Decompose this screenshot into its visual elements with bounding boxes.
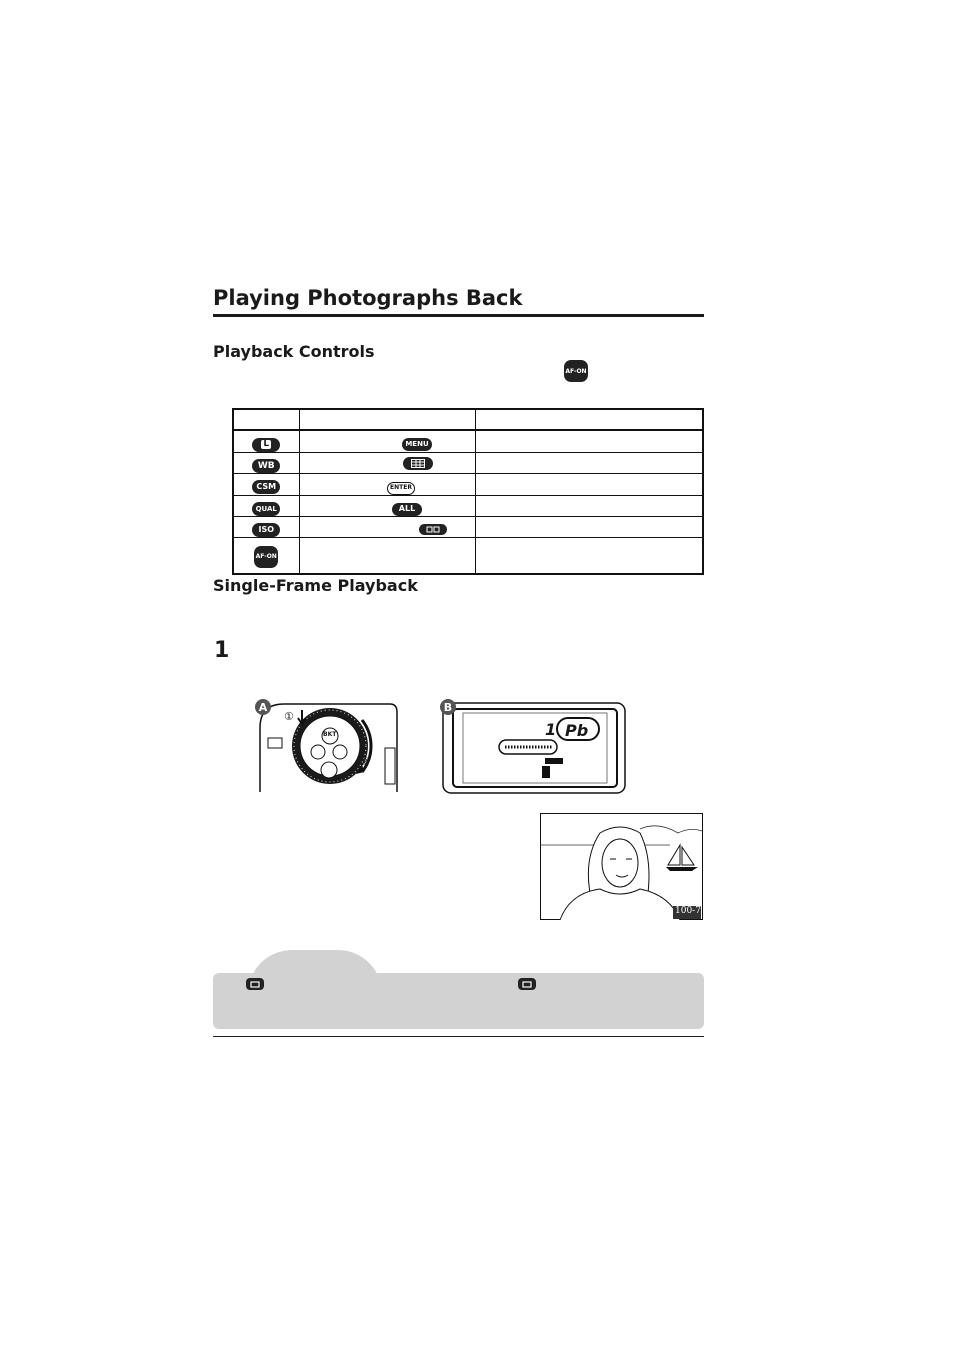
monitor-button-icon bbox=[518, 978, 536, 990]
figure-label-a: A bbox=[255, 699, 271, 715]
bkt-label: BKT bbox=[323, 731, 337, 738]
section-heading-playback-controls: Playback Controls bbox=[213, 342, 375, 361]
table-row: ISO bbox=[232, 516, 704, 538]
l-button-icon: L bbox=[252, 437, 281, 452]
portrait-photo bbox=[540, 813, 703, 921]
step-number: 1 bbox=[214, 638, 230, 663]
lcd-pb-readout: Pb bbox=[565, 721, 589, 740]
figure-b-lcd-panel: Pb 1 B bbox=[437, 698, 627, 794]
enter-button-icon: ENTER bbox=[387, 481, 415, 495]
figure-a-mode-dial: BKT ① ② A bbox=[250, 698, 400, 794]
table-row: CSM ENTER bbox=[232, 473, 704, 496]
thumbnail-button-icon bbox=[419, 523, 447, 535]
page-title: Playing Photographs Back bbox=[213, 283, 704, 317]
table-row: AF-ON bbox=[232, 537, 704, 575]
table-row: QUAL ALL bbox=[232, 494, 704, 517]
all-button-icon: ALL bbox=[392, 502, 422, 516]
qual-button-icon: QUAL bbox=[252, 502, 281, 516]
bottom-rule bbox=[213, 1036, 704, 1037]
lcd-panel-illustration bbox=[442, 702, 626, 794]
table-header-row bbox=[232, 408, 704, 431]
af-on-button-icon: AF-ON bbox=[254, 545, 279, 568]
af-on-button-icon: AF-ON bbox=[564, 360, 588, 382]
csm-button-icon: CSM bbox=[252, 480, 281, 495]
step-2-marker: ② bbox=[360, 755, 370, 768]
playback-photo-illustration: 100-7 bbox=[540, 813, 703, 921]
photo-frame-number: 100-7 bbox=[675, 906, 701, 916]
thumbnail-grid-button-icon bbox=[403, 457, 433, 471]
menu-button-icon: MENU bbox=[402, 438, 432, 452]
note-box bbox=[213, 973, 704, 1029]
mode-dial-illustration bbox=[259, 703, 398, 792]
section-heading-single-frame-playback: Single-Frame Playback bbox=[213, 576, 418, 595]
lcd-digit: 1 bbox=[545, 720, 557, 739]
table-row: WB bbox=[232, 451, 704, 474]
table-row: L MENU bbox=[232, 429, 704, 453]
monitor-button-icon bbox=[246, 978, 264, 990]
figure-label-b: B bbox=[440, 699, 456, 715]
iso-button-icon: ISO bbox=[252, 523, 281, 537]
wb-button-icon: WB bbox=[252, 459, 281, 473]
playback-controls-table: L MENU WB CSM ENTER QUAL ALL ISO AF-ON bbox=[232, 408, 704, 575]
step-1-marker: ① bbox=[284, 710, 294, 723]
